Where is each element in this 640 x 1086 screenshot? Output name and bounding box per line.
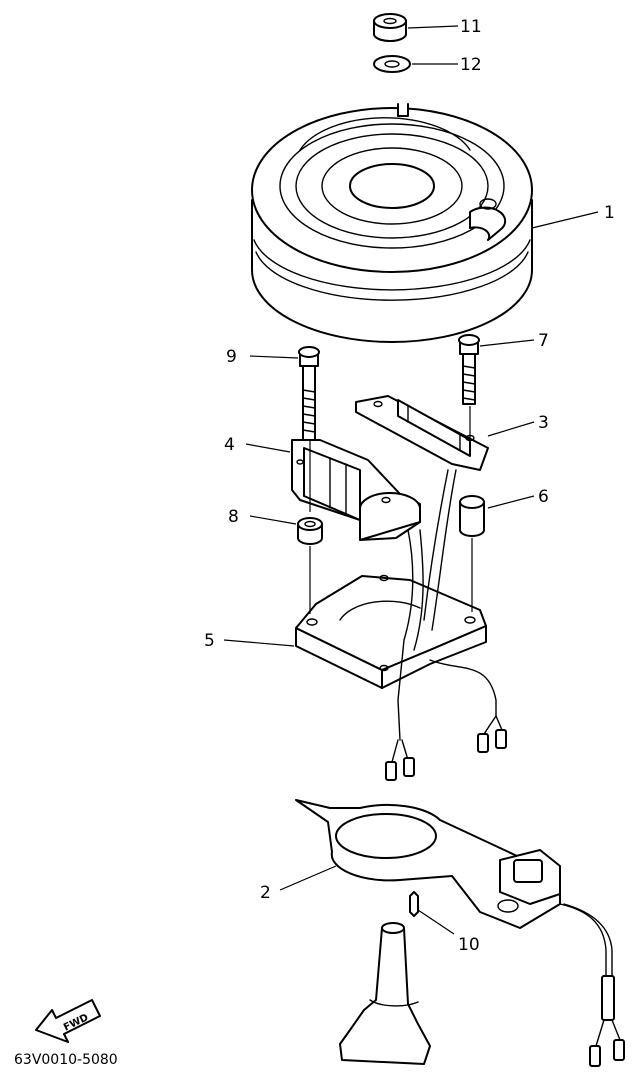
callout-10: 10	[458, 935, 480, 955]
part-6-spacer	[459, 495, 485, 537]
part-2-connector	[589, 975, 625, 1067]
callout-7: 7	[538, 331, 549, 351]
callout-1: 1	[604, 203, 615, 223]
part-10-key	[409, 891, 419, 917]
callout-8: 8	[228, 507, 239, 527]
connector-terminals	[385, 729, 507, 781]
part-7-bolt	[458, 334, 480, 405]
fwd-arrow-icon: FWD	[35, 999, 101, 1043]
part-8-collar	[297, 517, 323, 545]
part-1-flywheel	[251, 103, 533, 343]
callout-9: 9	[226, 347, 237, 367]
part-11-nut	[373, 13, 407, 42]
callout-2: 2	[260, 883, 271, 903]
callout-5: 5	[204, 631, 215, 651]
leader-lines	[223, 25, 599, 935]
part-5-base-plate	[295, 574, 487, 689]
part-2-magneto-base	[295, 799, 613, 977]
callout-6: 6	[538, 487, 549, 507]
part-3-charge-coil	[355, 395, 489, 471]
crankshaft	[339, 922, 431, 1065]
callout-12: 12	[460, 55, 482, 75]
part-12-washer	[373, 55, 411, 73]
callout-4: 4	[224, 435, 235, 455]
callout-3: 3	[538, 413, 549, 433]
callout-labels: 11 12 1 9 7 3 4 8 6 5 2 10	[204, 17, 615, 955]
part-9-bolt	[298, 346, 320, 441]
diagram-code: 63V0010-5080	[14, 1052, 118, 1068]
callout-11: 11	[460, 17, 482, 37]
lead-wires	[391, 469, 503, 763]
alignment-lines	[309, 406, 473, 614]
